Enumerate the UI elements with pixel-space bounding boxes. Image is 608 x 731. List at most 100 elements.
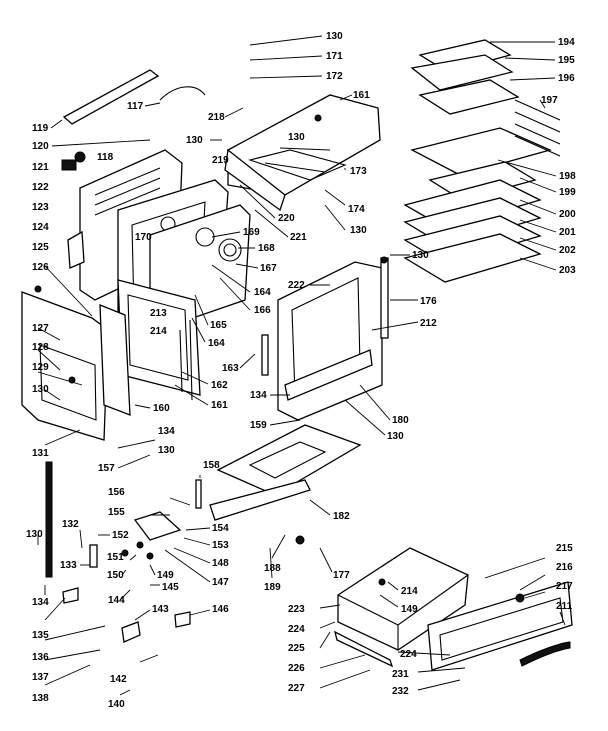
callout: 170	[135, 232, 152, 243]
callout: 182	[333, 511, 350, 522]
part-clip-146	[174, 611, 191, 628]
callout: 134	[250, 390, 267, 401]
callout: 118	[97, 152, 114, 163]
callout: 130	[350, 225, 367, 236]
callout: 189	[264, 582, 281, 593]
callout: 226	[288, 663, 305, 674]
callout: 166	[254, 305, 271, 316]
callout: 227	[288, 683, 305, 694]
callout: 151	[107, 552, 124, 563]
callout: 160	[153, 403, 170, 414]
callout: 130	[186, 135, 203, 146]
callout: 152	[112, 530, 129, 541]
callout: 201	[559, 227, 576, 238]
callout: 188	[264, 563, 281, 574]
callout: 213	[150, 308, 167, 319]
part-side-strip-132	[45, 461, 53, 578]
part-drawings	[21, 39, 573, 671]
callout: 198	[559, 171, 576, 182]
callout: 157	[98, 463, 115, 474]
part-side-rail-197	[514, 99, 561, 157]
callout: 222	[288, 280, 305, 291]
part-knob-118	[74, 151, 86, 163]
callout: 171	[326, 51, 343, 62]
callout: 135	[32, 630, 49, 641]
callout: 172	[326, 71, 343, 82]
callout: 155	[108, 507, 125, 518]
callout: 138	[32, 693, 49, 704]
callout: 143	[152, 604, 169, 615]
part-wire-harness	[159, 86, 206, 101]
part-oven-top	[227, 94, 381, 196]
callout: 195	[558, 55, 575, 66]
callout: 142	[110, 674, 127, 685]
callout: 194	[558, 37, 575, 48]
callout: 211	[556, 601, 573, 612]
callout: 212	[420, 318, 437, 329]
callout: 161	[353, 90, 370, 101]
callout: 176	[420, 296, 437, 307]
callout: 130	[412, 250, 429, 261]
part-duct-173	[248, 149, 347, 181]
callout: 130	[158, 445, 175, 456]
callout: 199	[559, 187, 576, 198]
callout: 214	[401, 586, 418, 597]
callout: 149	[157, 570, 174, 581]
callout: 163	[222, 363, 239, 374]
callout: 154	[212, 523, 229, 534]
callout: 215	[556, 543, 573, 554]
callout: 196	[558, 73, 575, 84]
callout: 164	[208, 338, 225, 349]
callout: 232	[392, 686, 409, 697]
callout: 121	[32, 162, 49, 173]
callout: 203	[559, 265, 576, 276]
callout: 224	[400, 649, 417, 660]
callout: 180	[392, 415, 409, 426]
callout: 133	[60, 560, 77, 571]
callout: 150	[107, 570, 124, 581]
part-fan-168	[218, 238, 242, 262]
callout: 126	[32, 262, 49, 273]
callout: 130	[326, 31, 343, 42]
part-bracket-143	[121, 621, 141, 643]
callout: 153	[212, 540, 229, 551]
part-drawer-slide	[334, 630, 394, 668]
part-clip-135	[62, 587, 79, 604]
callout: 124	[32, 222, 49, 233]
callout-labels: 130 171 172 194 195 196 197 161 218 117 …	[26, 31, 576, 710]
callout: 168	[258, 243, 275, 254]
callout: 200	[559, 209, 576, 220]
part-bracket-188	[209, 479, 311, 521]
part-drawer-handle	[519, 641, 571, 667]
part-bracket-125	[67, 230, 85, 269]
callout: 134	[158, 426, 175, 437]
part-rack-203	[403, 233, 542, 283]
callout: 123	[32, 202, 49, 213]
part-broiler-pan-196	[418, 79, 520, 115]
callout: 132	[62, 519, 79, 530]
callout: 130	[288, 132, 305, 143]
callout: 117	[127, 101, 144, 112]
callout: 224	[288, 624, 305, 635]
part-shelf-198	[410, 127, 552, 176]
callout: 130	[387, 431, 404, 442]
callout: 202	[559, 245, 576, 256]
callout: 122	[32, 182, 49, 193]
callout: 137	[32, 672, 49, 683]
part-insulation-214	[127, 294, 189, 381]
callout: 119	[32, 123, 49, 134]
callout: 149	[401, 604, 418, 615]
callout: 144	[108, 595, 125, 606]
callout: 146	[212, 604, 229, 615]
part-oven-top-front	[224, 148, 286, 212]
callout: 174	[348, 204, 365, 215]
callout: 217	[556, 581, 573, 592]
part-hardware-cluster	[133, 511, 182, 541]
callout: 218	[208, 112, 225, 123]
callout: 169	[243, 227, 260, 238]
part-door-handle-163	[261, 334, 269, 376]
leader-lines	[37, 35, 566, 696]
callout: 231	[392, 669, 409, 680]
callout: 128	[32, 342, 49, 353]
